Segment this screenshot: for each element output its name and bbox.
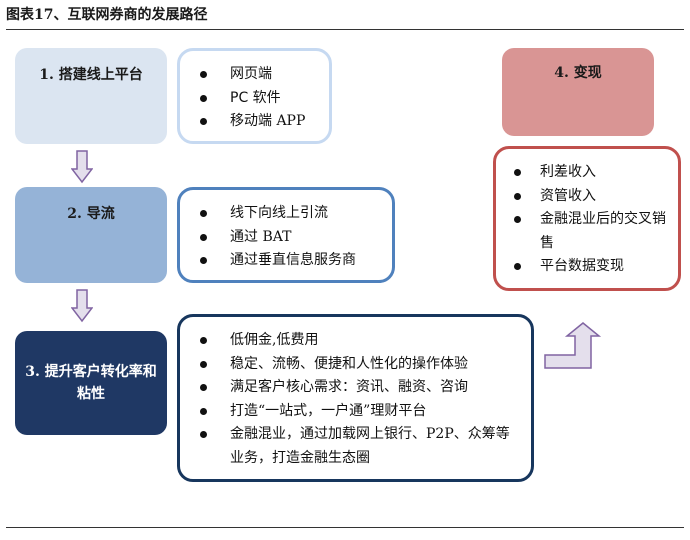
step-3-label: 3. 提升客户转化率和粘性 (25, 364, 157, 402)
list-item: PC 软件 (198, 87, 329, 111)
list-item: 利差收入 (512, 161, 678, 185)
list-item: 平台数据变现 (512, 255, 678, 279)
list-item: 金融混业，通过加载网上银行、P2P、众筹等业务，打造金融生态圈 (198, 423, 531, 470)
list-item: 低佣金,低费用 (198, 329, 531, 353)
bent-up-arrow-icon (544, 322, 602, 369)
figure-title: 图表17、互联网券商的发展路径 (6, 7, 208, 23)
list-item: 满足客户核心需求：资讯、融资、咨询 (198, 376, 531, 400)
list-item: 通过 BAT (198, 226, 392, 250)
step-4-box: 4. 变现 (502, 48, 654, 136)
down-arrow-icon (71, 150, 93, 184)
step-3-box: 3. 提升客户转化率和粘性 (15, 331, 167, 435)
list-item: 资管收入 (512, 185, 678, 209)
step-1-box: 1. 搭建线上平台 (15, 48, 167, 144)
list-item: 金融混业后的交叉销售 (512, 208, 678, 255)
step-2-box: 2. 导流 (15, 187, 167, 283)
top-rule (6, 29, 684, 30)
step-2-details: 线下向线上引流 通过 BAT 通过垂直信息服务商 (177, 187, 395, 283)
list-item: 线下向线上引流 (198, 202, 392, 226)
step-1-details: 网页端 PC 软件 移动端 APP (177, 48, 332, 144)
list-item: 稳定、流畅、便捷和人性化的操作体验 (198, 353, 531, 377)
step-2-list: 线下向线上引流 通过 BAT 通过垂直信息服务商 (198, 202, 392, 273)
down-arrow-icon (71, 289, 93, 323)
step-4-details: 利差收入 资管收入 金融混业后的交叉销售 平台数据变现 (493, 146, 681, 291)
list-item: 打造“一站式，一户通”理财平台 (198, 400, 531, 424)
step-4-label: 4. 变现 (554, 65, 602, 81)
step-1-label: 1. 搭建线上平台 (39, 67, 143, 83)
step-4-list: 利差收入 资管收入 金融混业后的交叉销售 平台数据变现 (512, 161, 678, 279)
bottom-rule (6, 527, 684, 528)
step-3-details: 低佣金,低费用 稳定、流畅、便捷和人性化的操作体验 满足客户核心需求：资讯、融资… (177, 314, 534, 482)
step-1-list: 网页端 PC 软件 移动端 APP (198, 63, 329, 134)
list-item: 通过垂直信息服务商 (198, 249, 392, 273)
step-2-label: 2. 导流 (67, 206, 115, 222)
list-item: 移动端 APP (198, 110, 329, 134)
list-item: 网页端 (198, 63, 329, 87)
step-3-list: 低佣金,低费用 稳定、流畅、便捷和人性化的操作体验 满足客户核心需求：资讯、融资… (198, 329, 531, 470)
